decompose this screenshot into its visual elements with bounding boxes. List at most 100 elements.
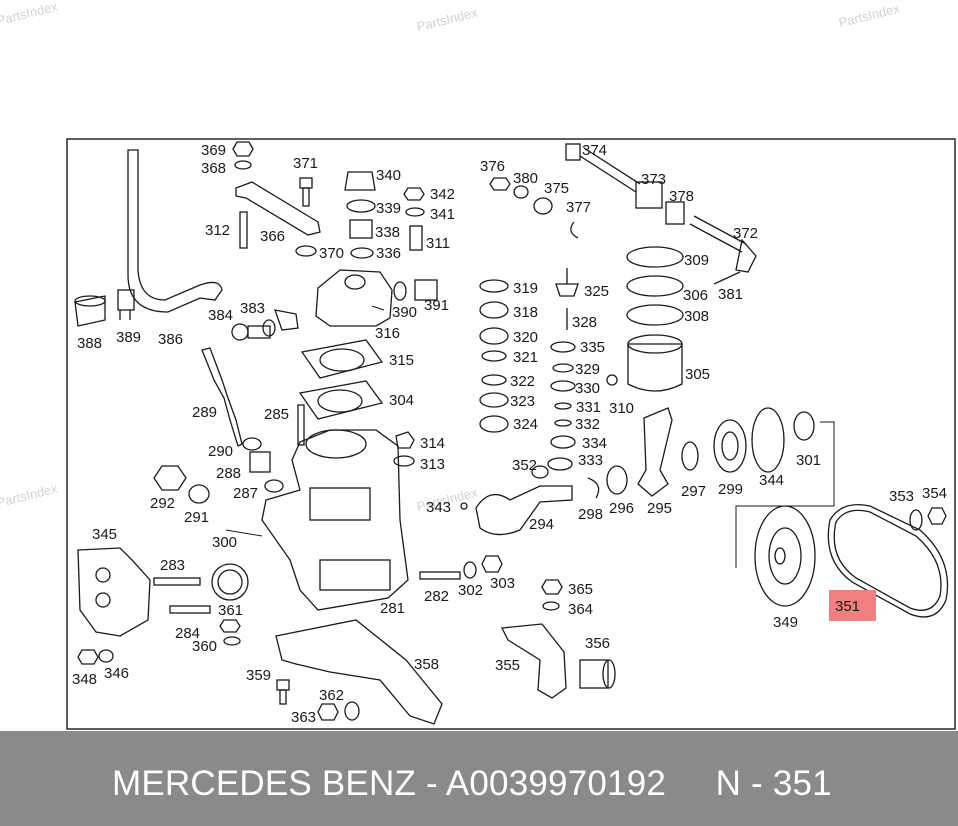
callout-360: 360: [192, 638, 217, 655]
bracket-358: [275, 619, 443, 725]
part-number: A0039970192: [445, 764, 667, 803]
callout-383: 383: [240, 300, 265, 317]
callout-329: 329: [575, 361, 600, 378]
callout-368: 368: [201, 160, 226, 177]
callout-361: 361: [218, 602, 243, 619]
watermark-mid-left: PartsIndex: [0, 480, 60, 511]
callout-366: 366: [260, 228, 285, 245]
callout-312: 312: [205, 222, 230, 239]
callout-378: 378: [669, 188, 694, 205]
callout-308: 308: [684, 308, 709, 325]
callout-287: 287: [233, 485, 258, 502]
callout-318: 318: [513, 304, 538, 321]
callout-282: 282: [424, 588, 449, 605]
connecting-rod-295: [637, 407, 673, 497]
callout-355: 355: [495, 657, 520, 674]
plug-340: [344, 171, 376, 191]
callout-349: 349: [773, 614, 798, 631]
callout-295: 295: [647, 500, 672, 517]
brand-name: MERCEDES BENZ: [112, 764, 417, 803]
callout-314: 314: [420, 435, 445, 452]
callout-364: 364: [568, 601, 593, 618]
footer-caption: MERCEDES BENZ - A0039970192 N - 351: [112, 764, 832, 804]
callout-315: 315: [389, 352, 414, 369]
callout-298: 298: [578, 506, 603, 523]
bracket-366: [235, 181, 321, 236]
gasket-315: [300, 339, 384, 379]
callout-370: 370: [319, 245, 344, 262]
callout-296: 296: [609, 500, 634, 517]
position-label: N - 351: [715, 764, 832, 803]
callout-319: 319: [513, 280, 538, 297]
callout-320: 320: [513, 329, 538, 346]
callout-301: 301: [796, 452, 821, 469]
callout-322: 322: [510, 373, 535, 390]
callout-285: 285: [264, 406, 289, 423]
callout-373: 373: [641, 171, 666, 188]
gasket-304: [298, 380, 384, 420]
cylinder-head-316: [315, 269, 393, 327]
callout-310: 310: [609, 400, 634, 417]
callout-356: 356: [585, 635, 610, 652]
watermark-top-left: PartsIndex: [0, 0, 60, 29]
ring-308: [626, 304, 684, 326]
callout-386: 386: [158, 331, 183, 348]
callout-384: 384: [208, 307, 233, 324]
callout-290: 290: [208, 443, 233, 460]
callout-313: 313: [420, 456, 445, 473]
callout-283: 283: [160, 557, 185, 574]
stud-312: [239, 211, 248, 249]
callout-354: 354: [922, 485, 947, 502]
callout-321: 321: [513, 349, 538, 366]
callout-302: 302: [458, 582, 483, 599]
callout-344: 344: [759, 472, 784, 489]
callout-372: 372: [733, 225, 758, 242]
part-388: [74, 295, 106, 327]
callout-371: 371: [293, 155, 318, 172]
callout-339: 339: [376, 200, 401, 217]
callout-303: 303: [490, 575, 515, 592]
callout-291: 291: [184, 509, 209, 526]
callout-358: 358: [414, 656, 439, 673]
v-belt-351: [827, 503, 949, 618]
callout-389: 389: [116, 329, 141, 346]
callout-306: 306: [683, 287, 708, 304]
callout-341: 341: [430, 206, 455, 223]
pulley-349: [754, 505, 816, 607]
callout-305: 305: [685, 366, 710, 383]
sensor-289: [201, 347, 243, 447]
watermark-top-center: PartsIndex: [415, 4, 480, 35]
callout-342: 342: [430, 186, 455, 203]
highlight-box-351: [829, 590, 876, 621]
callout-309: 309: [684, 252, 709, 269]
callout-375: 375: [544, 180, 569, 197]
callout-300: 300: [212, 534, 237, 551]
watermark-top-right: PartsIndex: [837, 0, 902, 31]
callout-338: 338: [375, 224, 400, 241]
callout-304: 304: [389, 392, 414, 409]
part-389: [117, 289, 135, 311]
callout-346: 346: [104, 665, 129, 682]
callout-288: 288: [216, 465, 241, 482]
callout-311: 311: [426, 235, 450, 252]
callout-377: 377: [566, 199, 591, 216]
ring-309: [626, 246, 684, 268]
pump-345: [77, 547, 151, 637]
callout-348: 348: [72, 671, 97, 688]
piston-305: [627, 343, 683, 392]
callout-331: 331: [576, 399, 601, 416]
callout-330: 330: [575, 380, 600, 397]
ring-306: [626, 275, 684, 297]
callout-335: 335: [580, 339, 605, 356]
callout-390: 390: [392, 304, 417, 321]
callout-352: 352: [512, 457, 537, 474]
callout-284: 284: [175, 625, 200, 642]
bracket-355: [500, 623, 567, 699]
callout-336: 336: [376, 245, 401, 262]
callout-325: 325: [584, 283, 609, 300]
diagram-border: [66, 138, 956, 730]
callout-374: 374: [582, 142, 607, 159]
crankshaft-294: [475, 485, 573, 536]
exploded-view-drawing: [66, 138, 956, 730]
